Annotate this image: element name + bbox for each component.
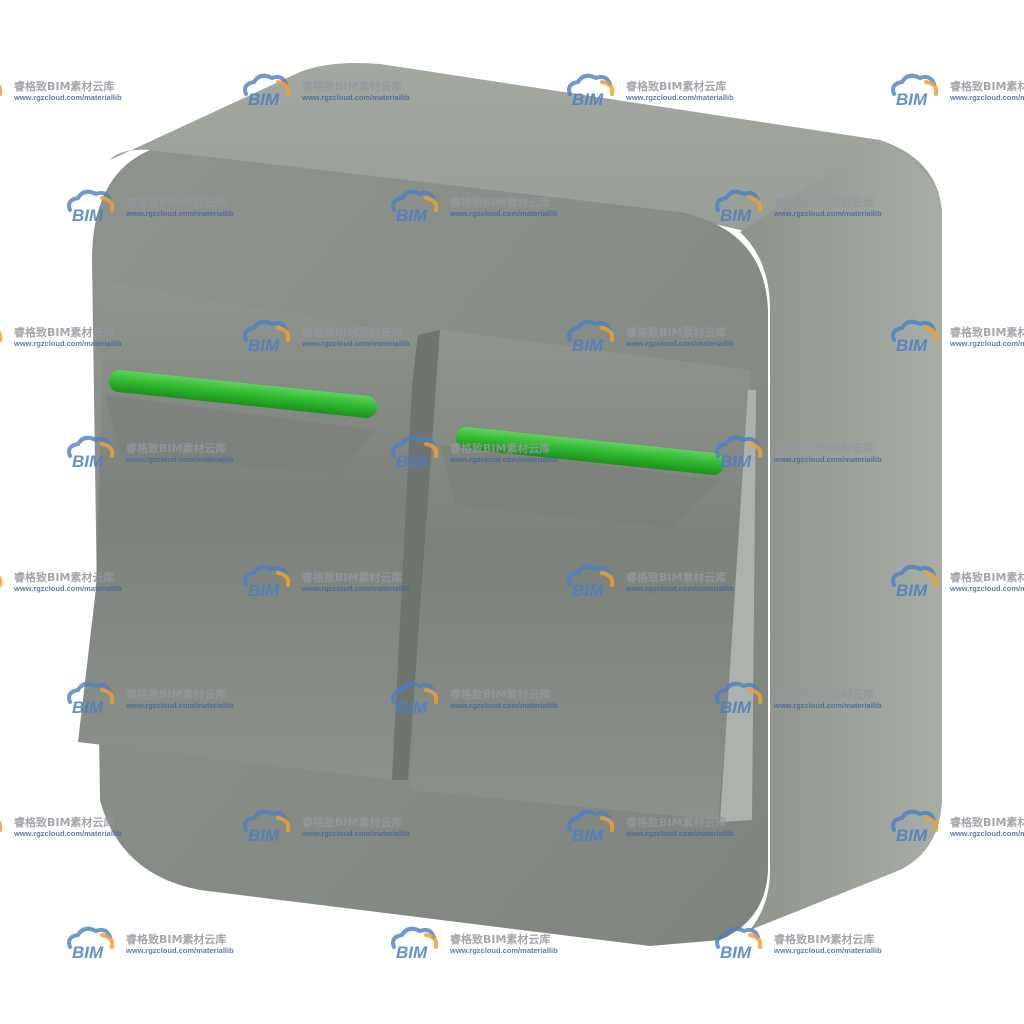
left-indicator-light bbox=[108, 370, 378, 418]
right-indicator-light bbox=[455, 427, 725, 475]
left-rocker[interactable] bbox=[78, 282, 418, 780]
left-rocker-shadow bbox=[105, 395, 375, 475]
right-rocker[interactable] bbox=[410, 330, 750, 820]
switch-right-side bbox=[740, 140, 942, 930]
right-rocker-edge bbox=[720, 390, 756, 822]
switch-top-surface bbox=[110, 63, 942, 290]
right-rocker-shadow bbox=[440, 445, 720, 528]
